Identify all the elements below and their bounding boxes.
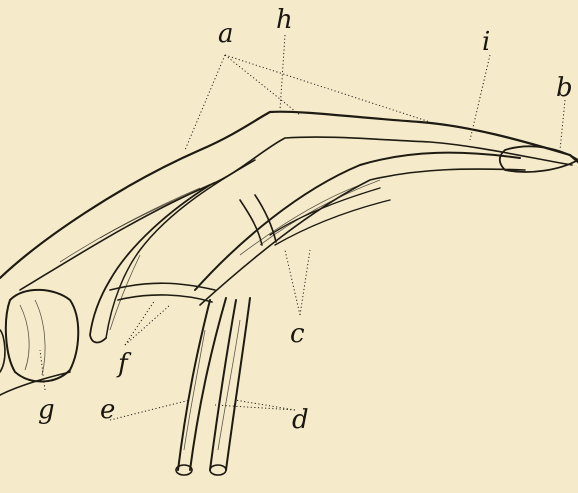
label-d: d — [292, 405, 309, 435]
label-a: a — [218, 19, 234, 49]
bone-process — [90, 160, 255, 343]
nerve-branches — [110, 188, 390, 302]
label-g: g — [38, 395, 55, 425]
label-f: f — [116, 349, 132, 379]
lower-bone — [195, 153, 525, 305]
label-e: e — [100, 395, 115, 425]
upper-bone — [0, 112, 578, 290]
label-b: b — [556, 73, 573, 103]
label-i: i — [482, 27, 490, 57]
joint-g — [0, 290, 78, 395]
label-h: h — [276, 5, 293, 35]
label-c: c — [290, 319, 305, 349]
vessel-bundle — [176, 298, 250, 475]
